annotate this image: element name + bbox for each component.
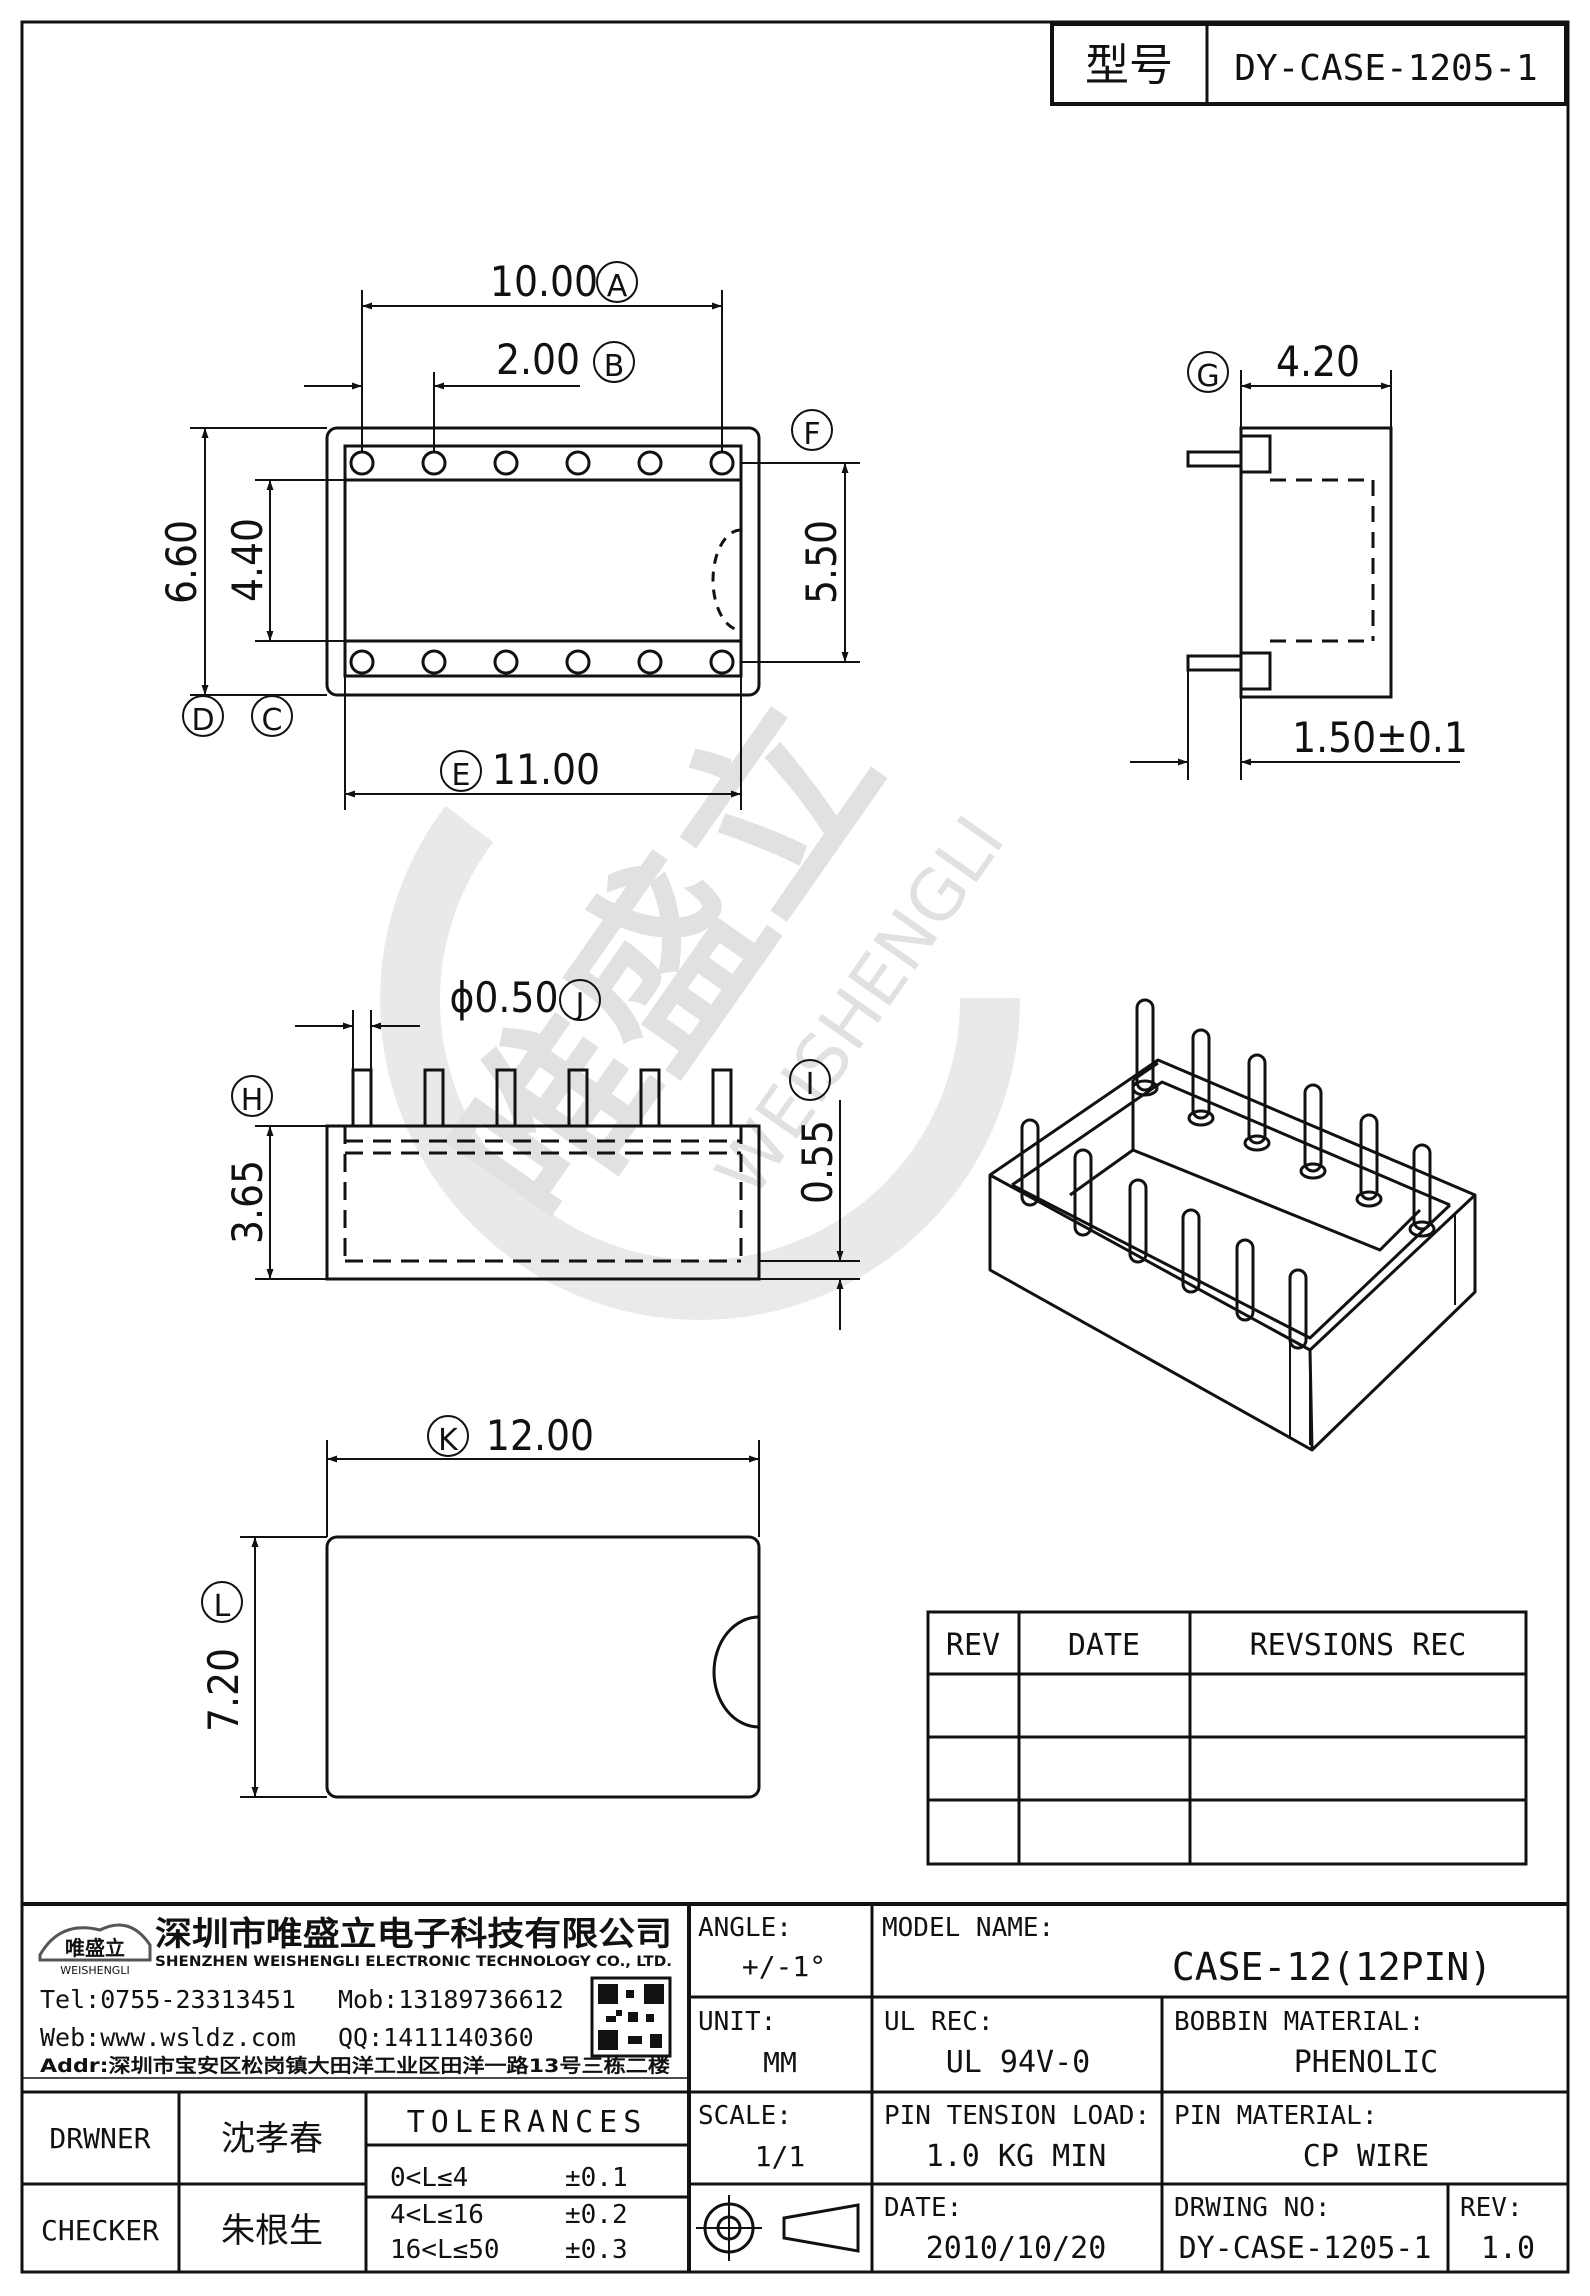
top-view-notch xyxy=(711,528,742,632)
company-web: Web:www.wsldz.com xyxy=(40,2023,296,2052)
dim-7-20: 7.20 xyxy=(199,1648,248,1732)
drawing-no-value: DY-CASE-1205-1 xyxy=(1179,2231,1432,2266)
rev-header-date: DATE xyxy=(1068,1628,1140,1663)
dim-e-tag: E xyxy=(452,758,471,793)
company-qq: QQ:1411140360 xyxy=(338,2023,534,2052)
dim-b-tag: B xyxy=(604,349,625,384)
drawer-value: 沈孝春 xyxy=(221,2119,323,2159)
checker-value: 朱根生 xyxy=(221,2211,323,2251)
projection-symbol-icon xyxy=(696,2195,860,2261)
company-tel: Tel:0755-23313451 xyxy=(40,1985,296,2014)
unit-value: MM xyxy=(763,2046,797,2079)
scale-label: SCALE: xyxy=(698,2101,792,2131)
model-name-value: CASE-12(12PIN) xyxy=(1172,1945,1492,1989)
dim-g-value: 4.20 xyxy=(1276,337,1360,386)
unit-label: UNIT: xyxy=(698,2007,776,2037)
checker-label: CHECKER xyxy=(41,2214,159,2247)
header-model-value: DY-CASE-1205-1 xyxy=(1234,48,1537,89)
model-name-label: MODEL NAME: xyxy=(882,1913,1054,1943)
pin-material-value: CP WIRE xyxy=(1303,2139,1429,2174)
dim-j-value: ϕ0.50 xyxy=(449,973,558,1022)
top-view-outline xyxy=(325,426,761,697)
bobbin-value: PHENOLIC xyxy=(1294,2045,1439,2080)
top-view-pins xyxy=(349,450,735,675)
date-label: DATE: xyxy=(884,2193,962,2223)
bottom-view-notch xyxy=(712,1615,760,1729)
top-view-dimensions xyxy=(182,261,860,810)
date-value: 2010/10/20 xyxy=(926,2231,1107,2266)
tol-range-3: 16<L≤50 xyxy=(390,2235,500,2265)
logo-cn: 唯盛立 xyxy=(65,1936,125,1960)
header-model-label: 型号 xyxy=(1085,40,1173,91)
bottom-view-dimensions xyxy=(201,1415,760,1798)
company-name-cn: 深圳市唯盛立电子科技有限公司 xyxy=(155,1914,672,1953)
dim-d-tag: D xyxy=(191,703,214,738)
revision-table xyxy=(926,1610,1528,1866)
dim-0-55: 0.55 xyxy=(793,1120,842,1204)
iso-pins xyxy=(1020,998,1436,1350)
dim-k-value: 12.00 xyxy=(486,1411,594,1460)
ul-value: UL 94V-0 xyxy=(946,2045,1091,2080)
company-address: Addr:深圳市宝安区松岗镇大田洋工业区田洋一路13号三栋二楼 xyxy=(40,2054,670,2077)
logo-en: WEISHENGLI xyxy=(60,1964,129,1977)
top-view-inner xyxy=(343,444,743,678)
sheet-border xyxy=(20,20,1570,2274)
company-logo: 唯盛立 WEISHENGLI xyxy=(38,1923,152,1977)
angle-value: +/-1° xyxy=(742,1950,826,1983)
drawer-label: DRWNER xyxy=(49,2122,150,2155)
dim-e-value: 11.00 xyxy=(492,745,600,794)
dim-l-tag: L xyxy=(214,1589,231,1624)
front-view-pins xyxy=(351,1068,733,1128)
bottom-view-outline xyxy=(325,1535,761,1799)
angle-label: ANGLE: xyxy=(698,1913,792,1943)
dim-k-tag: K xyxy=(438,1423,459,1458)
dim-5-50: 5.50 xyxy=(797,520,846,604)
dim-3-65: 3.65 xyxy=(223,1160,272,1244)
front-view-outline xyxy=(325,1124,761,1281)
dim-h-tag: H xyxy=(241,1083,264,1118)
tol-range-2: 4<L≤16 xyxy=(390,2200,484,2230)
dim-j-tag: J xyxy=(574,987,585,1022)
rev-header-rec: REVSIONS REC xyxy=(1250,1628,1467,1663)
rev-header-rev: REV xyxy=(946,1628,1000,1663)
side-view xyxy=(1186,426,1393,699)
dim-4-40: 4.40 xyxy=(223,518,272,602)
tol-value-3: ±0.3 xyxy=(565,2235,628,2265)
rev-label: REV: xyxy=(1460,2193,1523,2223)
front-view-dimensions xyxy=(231,979,860,1330)
dim-b-value: 2.00 xyxy=(496,335,580,384)
dim-a-value: 10.00 xyxy=(490,257,598,306)
bottom-view xyxy=(325,1535,761,1799)
dim-c-tag: C xyxy=(262,703,283,738)
dim-6-60: 6.60 xyxy=(157,520,206,604)
bobbin-label: BOBBIN MATERIAL: xyxy=(1174,2007,1424,2037)
dim-side-thk: 1.50±0.1 xyxy=(1292,713,1468,762)
dim-a-tag: A xyxy=(607,269,628,304)
company-mob: Mob:13189736612 xyxy=(338,1985,564,2014)
pin-material-label: PIN MATERIAL: xyxy=(1174,2101,1378,2131)
top-view xyxy=(325,426,761,697)
tol-value-2: ±0.2 xyxy=(565,2200,628,2230)
header-model-box: 型号 DY-CASE-1205-1 xyxy=(1050,22,1568,106)
tol-range-1: 0<L≤4 xyxy=(390,2163,468,2193)
isometric-view xyxy=(988,998,1477,1452)
tol-value-1: ±0.1 xyxy=(565,2163,628,2193)
drawing-no-label: DRWING NO: xyxy=(1174,2193,1331,2223)
side-view-dimensions xyxy=(1130,351,1460,780)
rev-value: 1.0 xyxy=(1481,2231,1535,2266)
tension-value: 1.0 KG MIN xyxy=(926,2139,1107,2174)
tension-label: PIN TENSION LOAD: xyxy=(884,2101,1150,2131)
front-view xyxy=(325,1068,761,1281)
dim-i-tag: I xyxy=(806,1067,815,1102)
qr-code xyxy=(590,1976,672,2058)
iso-box xyxy=(988,1058,1477,1452)
dim-g-tag: G xyxy=(1196,359,1219,394)
company-name-en: SHENZHEN WEISHENGLI ELECTRONIC TECHNOLOG… xyxy=(155,1954,672,1970)
dim-f-tag: F xyxy=(803,417,820,452)
ul-label: UL REC: xyxy=(884,2007,994,2037)
scale-value: 1/1 xyxy=(755,2140,806,2173)
title-block xyxy=(22,1902,1568,2272)
tolerances-title: TOLERANCES xyxy=(407,2105,648,2140)
